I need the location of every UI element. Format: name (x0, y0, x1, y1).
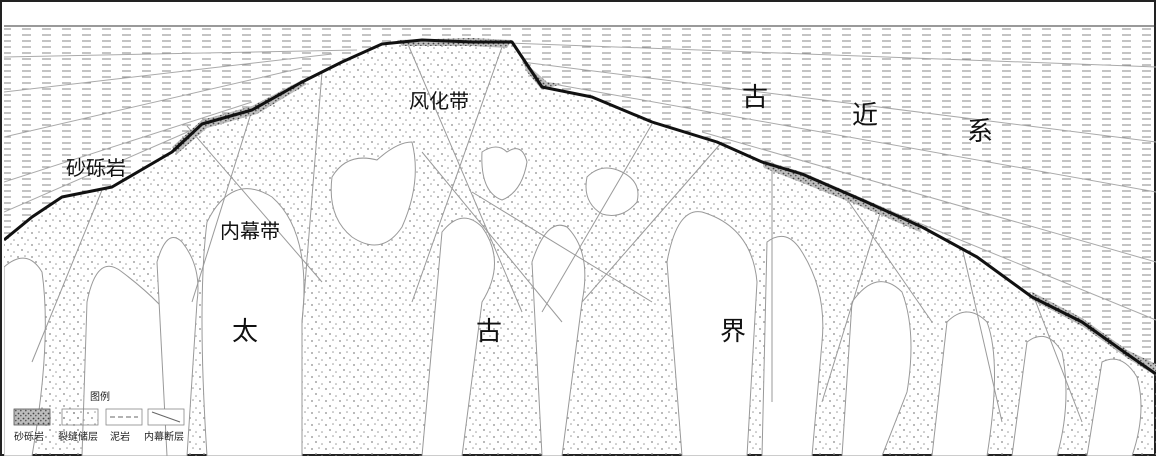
label-archean-2: 古 (476, 317, 502, 347)
inner-fault-lines (31, 41, 1083, 423)
legend: 图例 砂砾岩 裂缝储层 泥岩 内幕断层 (13, 390, 185, 443)
fracture-reservoir-swatch (61, 408, 99, 426)
legend-title: 图例 (90, 390, 110, 403)
legend-label-mudstone: 泥岩 (110, 430, 130, 443)
label-paleogene-1: 古 (742, 83, 768, 113)
sandy-conglomerate-swatch (13, 408, 51, 426)
label-paleogene-3: 系 (967, 117, 993, 147)
mudstone-swatch (105, 408, 143, 426)
label-inner-zone: 内幕带 (220, 219, 280, 243)
label-paleogene-2: 近 (852, 101, 878, 131)
paleogene-layer-lines (4, 41, 1156, 321)
label-sandy-conglomerate: 砂砾岩 (66, 156, 126, 180)
unconformity-surface (4, 38, 1156, 376)
legend-label-fracture-reservoir: 裂缝储层 (58, 430, 98, 443)
paleogene-mudstone-area (4, 26, 1156, 374)
label-archean-1: 太 (232, 317, 258, 347)
legend-label-sandy-conglomerate: 砂砾岩 (14, 430, 44, 443)
label-archean-3: 界 (720, 317, 746, 347)
inner-fault-swatch-line (151, 411, 181, 423)
label-weathering-zone: 风化带 (409, 89, 469, 113)
legend-label-inner-fault: 内幕断层 (144, 430, 184, 443)
